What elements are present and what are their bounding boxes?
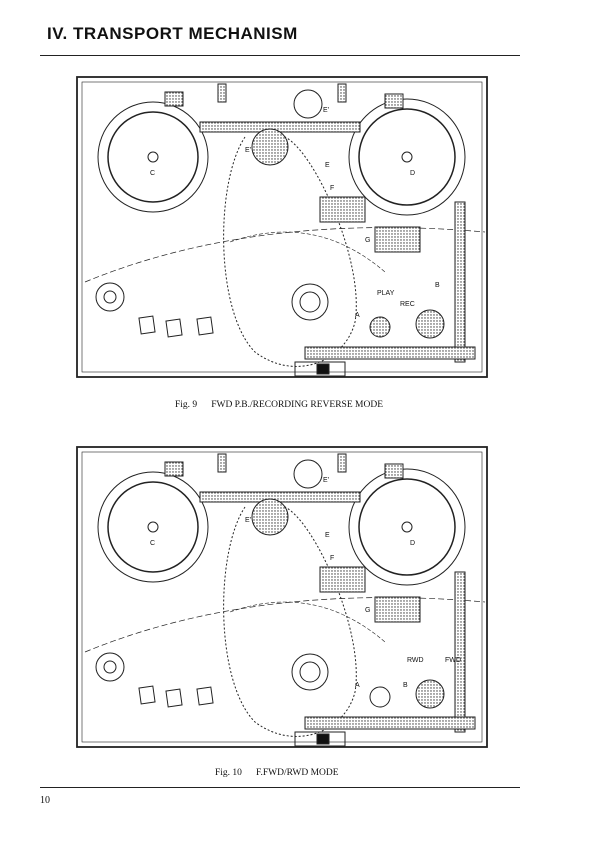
- page-number: 10: [40, 795, 50, 806]
- figure-10-number: Fig. 10: [215, 768, 242, 778]
- fig10-label-d: D: [410, 540, 415, 547]
- figure-9-number: Fig. 9: [175, 400, 197, 410]
- section-title: IV. TRANSPORT MECHANISM: [47, 24, 298, 44]
- fig10-label-a: A: [355, 682, 360, 689]
- fig10-label-fwd: FWD: [445, 657, 461, 664]
- figure-10-caption: Fig. 10 F.FWD/RWD MODE: [215, 768, 353, 778]
- figure-10-title: F.FWD/RWD MODE: [256, 768, 339, 778]
- fig10-label-e-right: E: [325, 532, 330, 539]
- fig10-label-g: G: [365, 607, 370, 614]
- figure-9-title: FWD P.B./RECORDING REVERSE MODE: [211, 400, 383, 410]
- fig10-label-rwd: RWD: [407, 657, 424, 664]
- fig9-label-f: F: [330, 185, 334, 192]
- figure-10-diagram: C D E' E' E F G A B RWD FWD: [55, 432, 495, 757]
- figure-9-diagram: C D E' E' E F G A B PLAY REC: [55, 62, 495, 387]
- fig10-label-c: C: [150, 540, 155, 547]
- fig9-label-e-right: E: [325, 162, 330, 169]
- fig9-label-e-left: E': [245, 147, 251, 154]
- figure-9-caption: Fig. 9 FWD P.B./RECORDING REVERSE MODE: [175, 400, 397, 410]
- fig10-label-e-left: E': [245, 517, 251, 524]
- fig9-label-e-upper: E': [323, 107, 329, 114]
- fig9-label-a: A: [355, 312, 360, 319]
- footer-rule: [40, 787, 520, 788]
- fig10-label-e-upper: E': [323, 477, 329, 484]
- fig9-label-rec: REC: [400, 301, 415, 308]
- fig9-label-play: PLAY: [377, 290, 395, 297]
- fig9-label-d: D: [410, 170, 415, 177]
- fig9-label-c: C: [150, 170, 155, 177]
- fig10-label-b: B: [403, 682, 408, 689]
- fig9-label-g: G: [365, 237, 370, 244]
- fig9-label-b: B: [435, 282, 440, 289]
- fig10-label-f: F: [330, 555, 334, 562]
- header-rule: [40, 55, 520, 56]
